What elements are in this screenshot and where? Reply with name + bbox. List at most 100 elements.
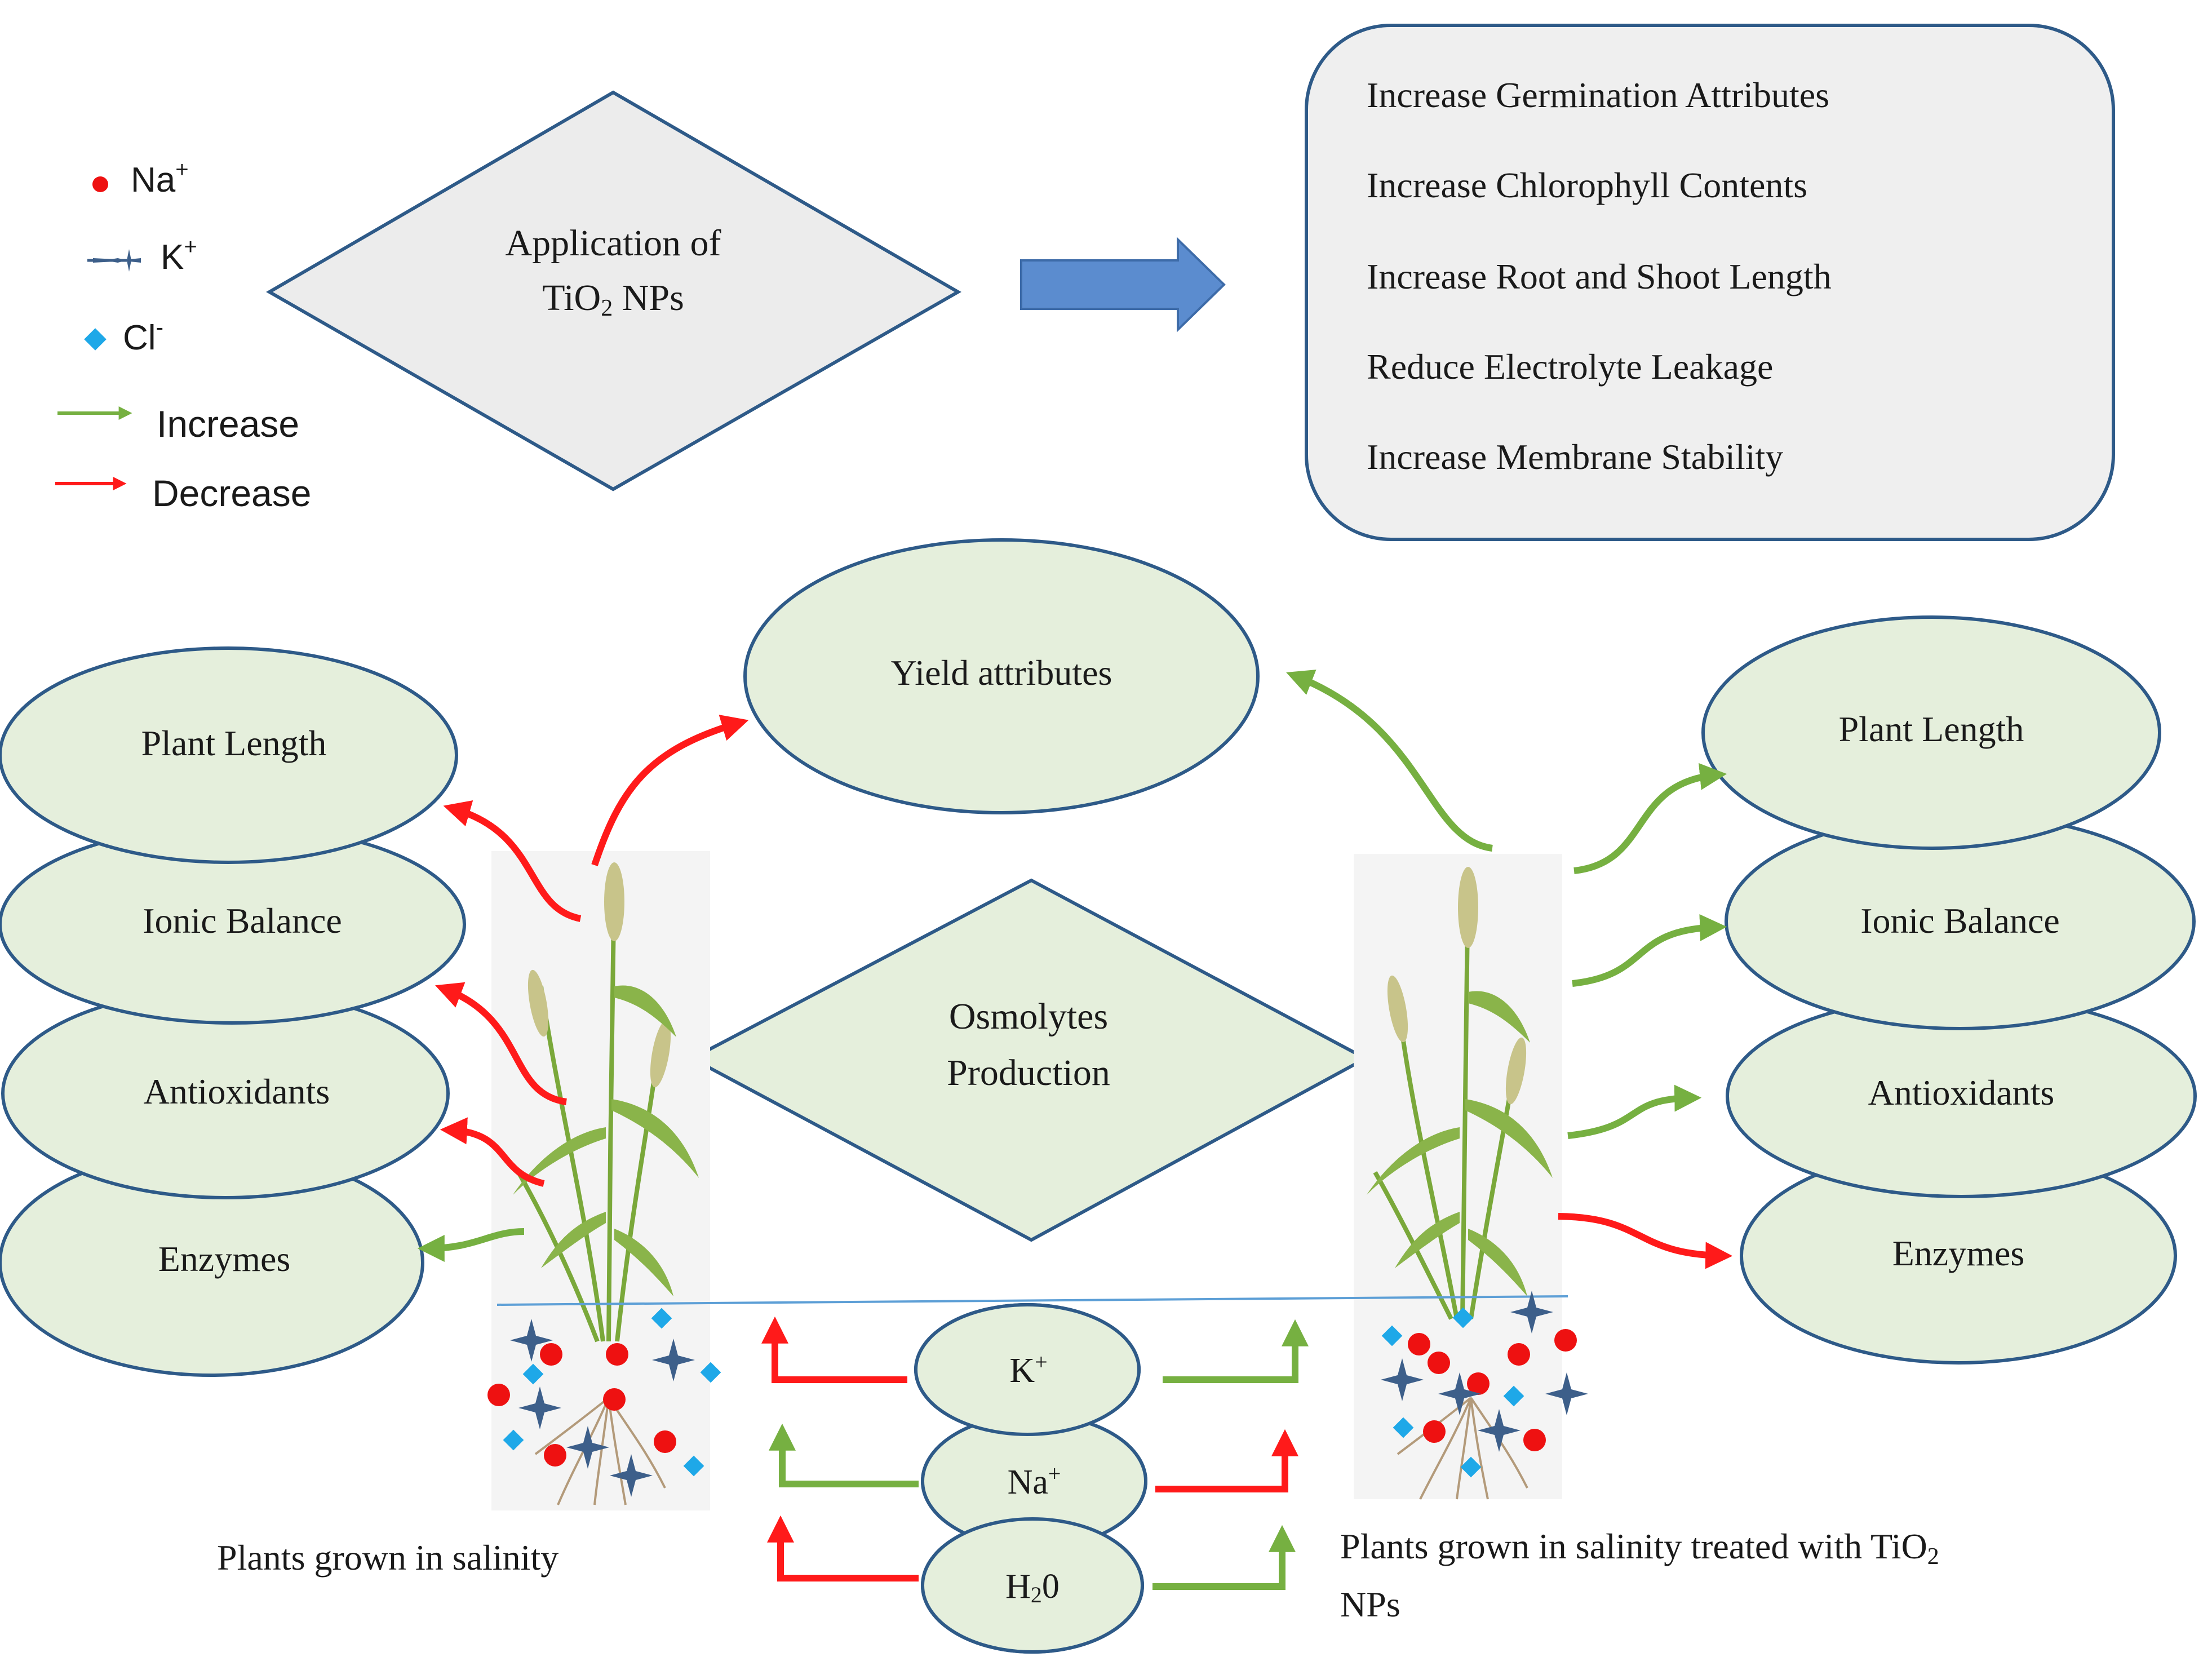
arrow-na-right	[1155, 1429, 1298, 1492]
left-oval-label: Plant Length	[141, 723, 327, 763]
effect-item: Increase Root and Shoot Length	[1367, 256, 1832, 296]
application-node: Application of TiO2 NPs	[265, 90, 962, 491]
cl-ion-icon	[1460, 1456, 1482, 1478]
right-oval-label: Enzymes	[1892, 1233, 2025, 1273]
na-legend-dot-icon	[92, 176, 108, 192]
right-oval-label: Ionic Balance	[1860, 901, 2060, 941]
left-oval-label: Enzymes	[158, 1239, 291, 1279]
arrow-to-yield-left	[591, 715, 749, 866]
legend-k-label: K+	[161, 234, 197, 277]
legend-decrease-label: Decrease	[152, 472, 311, 514]
cl-ion-icon	[1393, 1417, 1414, 1438]
h2o-label: H20	[1005, 1567, 1060, 1607]
left-oval-label: Ionic Balance	[143, 901, 342, 941]
cl-ion-icon	[503, 1429, 524, 1451]
effects-box: Increase Germination Attributes Increase…	[1305, 24, 2115, 541]
arrow-to-antioxidants-left	[440, 1117, 545, 1187]
k-ion-icon	[1381, 1358, 1424, 1401]
k-ion-icon	[1545, 1372, 1588, 1415]
na-ion-icon	[540, 1343, 562, 1366]
na-ion-label: Na+	[1008, 1461, 1061, 1501]
ion-ovals-redraw	[921, 1413, 1147, 1654]
arrow-to-ionic-left	[435, 982, 567, 1105]
arrow-h2o-right	[1152, 1525, 1296, 1590]
right-oval-label: Antioxidants	[1868, 1073, 2055, 1113]
right-ovals: Plant Length Ionic Balance Antioxidants …	[1701, 615, 2197, 1365]
left-oval-label: Antioxidants	[144, 1071, 330, 1111]
k-ion-icon	[1438, 1372, 1481, 1415]
legend-cl-label: Cl-	[123, 315, 163, 357]
arrow-to-enzymes-right	[1558, 1213, 1733, 1269]
na-ion-icon	[1508, 1343, 1530, 1366]
arrow-to-plant-length-right	[1573, 763, 1727, 874]
na-ion-icon	[654, 1430, 676, 1453]
effect-item: Increase Germination Attributes	[1367, 75, 1829, 115]
application-line2: TiO2 NPs	[542, 277, 684, 321]
na-ion-icon	[1523, 1429, 1546, 1451]
legend: Na+ K+ Cl- Increase Decrease	[55, 157, 311, 514]
osmolytes-diamond	[688, 878, 1369, 1242]
na-ion-icon	[606, 1343, 628, 1366]
right-plant-arrows	[1286, 670, 1733, 1269]
na-ion-icon	[1423, 1420, 1446, 1443]
soil-line	[497, 1295, 1568, 1306]
ion-arrows	[761, 1316, 1309, 1590]
na-ion-icon	[1428, 1352, 1450, 1374]
effect-item: Increase Membrane Stability	[1367, 437, 1783, 477]
caption-right-line2: NPs	[1340, 1584, 1400, 1624]
osmolytes-line2: Production	[947, 1052, 1110, 1093]
arrow-na-left	[769, 1423, 919, 1487]
legend-increase-label: Increase	[157, 403, 299, 445]
cl-ion-icon	[1381, 1325, 1403, 1346]
osmolytes-line1: Osmolytes	[949, 996, 1108, 1037]
cl-ion-icon	[651, 1308, 672, 1329]
cl-ion-icon	[522, 1363, 544, 1385]
na-ion-icon	[1554, 1329, 1577, 1352]
cl-ion-icon	[683, 1455, 704, 1477]
na-ion-icon	[1408, 1333, 1430, 1355]
big-blue-arrow-icon	[1020, 237, 1226, 333]
na-ion-icon	[603, 1388, 626, 1411]
arrow-k-left	[761, 1316, 907, 1383]
k-ion-icon	[610, 1454, 653, 1497]
application-diamond	[265, 90, 962, 491]
left-plant-illustration	[491, 851, 710, 1510]
arrow-h2o-left	[767, 1515, 919, 1581]
arrow-to-enzymes-left	[417, 1228, 525, 1262]
right-oval-label: Plant Length	[1839, 709, 2024, 749]
yield-node: Yield attributes	[743, 538, 1260, 814]
cl-ion-icon	[700, 1362, 721, 1383]
effect-item: Increase Chlorophyll Contents	[1367, 165, 1807, 205]
arrow-to-plant-length-left	[443, 800, 582, 922]
k-ion-icon	[1478, 1409, 1521, 1452]
effect-item: Reduce Electrolyte Leakage	[1367, 347, 1773, 387]
arrow-k-right	[1163, 1319, 1309, 1383]
cl-legend-diamond-icon	[84, 328, 107, 351]
k-legend-star-icon	[87, 249, 141, 272]
ion-ovals-top	[914, 1303, 1141, 1436]
k-ion-icon	[566, 1426, 609, 1469]
na-ion-icon	[1467, 1372, 1490, 1395]
na-ion-icon	[487, 1384, 510, 1406]
caption-left: Plants grown in salinity	[217, 1538, 558, 1578]
yield-label: Yield attributes	[891, 653, 1112, 693]
k-ion-label: K+	[1009, 1349, 1047, 1390]
left-ovals-stack: Plant Length Ionic Balance Antioxidants …	[0, 646, 466, 1377]
cl-ion-icon	[1452, 1307, 1474, 1328]
left-plant-arrows	[417, 715, 749, 1262]
left-ions	[487, 1308, 721, 1497]
cl-ion-icon	[1503, 1385, 1524, 1407]
osmolytes-node: Osmolytes Production	[688, 878, 1369, 1242]
arrow-to-ionic-right	[1572, 914, 1727, 987]
legend-na-label: Na+	[131, 157, 189, 200]
caption-right-line1: Plants grown in salinity treated with Ti…	[1340, 1526, 1939, 1570]
arrow-to-yield-right	[1286, 670, 1493, 852]
right-ions	[1381, 1291, 1588, 1478]
k-ion-icon	[1510, 1291, 1553, 1334]
k-ion-icon	[510, 1319, 553, 1362]
application-line1: Application of	[505, 223, 721, 264]
k-ion-icon	[518, 1386, 561, 1429]
na-ion-icon	[544, 1444, 566, 1467]
k-ion-icon	[652, 1339, 695, 1381]
